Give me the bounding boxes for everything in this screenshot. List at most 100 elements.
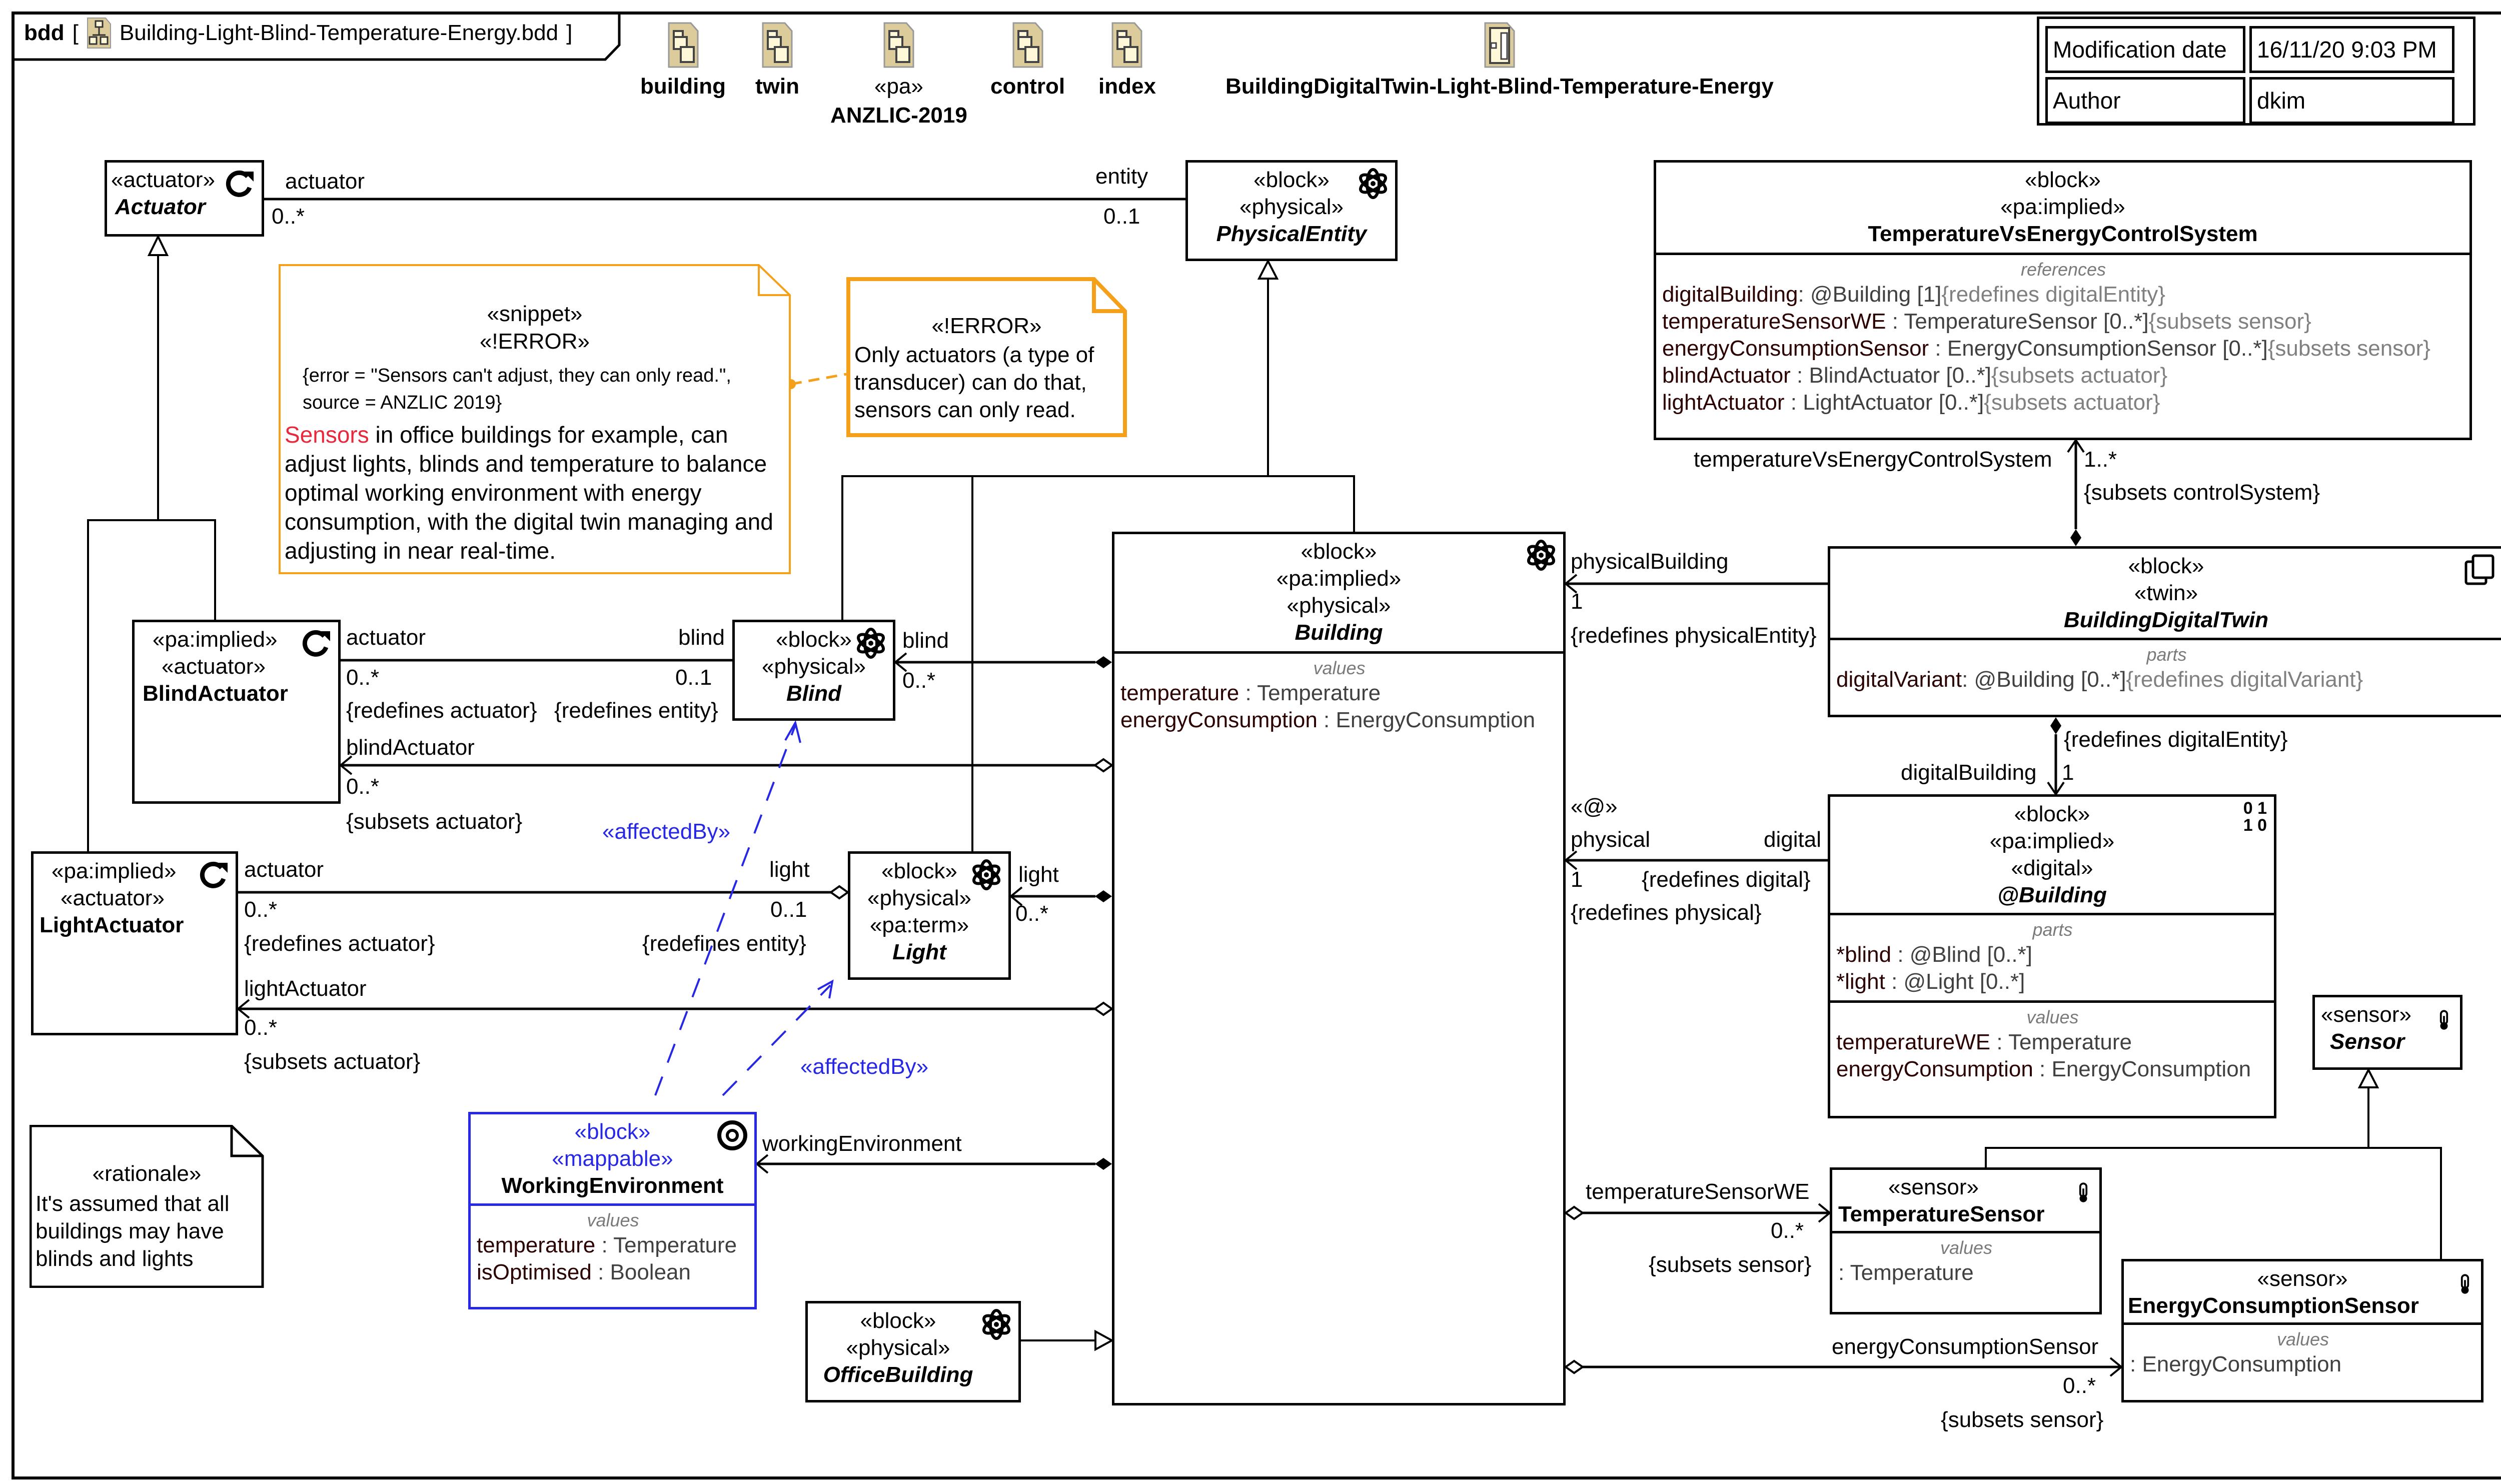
multiplicity-label: 0..* (346, 665, 380, 690)
role-label: workingEnvironment (762, 1131, 962, 1156)
block-office-building[interactable]: «block» «physical» OfficeBuilding (805, 1301, 1021, 1402)
multiplicity-label: 0..1 (1103, 204, 1140, 229)
atom-icon (982, 1309, 1010, 1340)
block-blind[interactable]: «block» «physical» Blind (732, 620, 895, 721)
block-name: Sensor (2330, 1029, 2405, 1054)
block-physical-entity[interactable]: «block» «physical» PhysicalEntity (1185, 160, 1398, 261)
edge-gen-actuators (87, 519, 216, 851)
block-stereotype: «sensor» (2321, 1002, 2412, 1027)
note-stereotype: «rationale» (92, 1161, 202, 1186)
multiplicity-label: 1 (2062, 760, 2074, 785)
package-bdt[interactable]: BuildingDigitalTwin-Light-Blind-Temperat… (1225, 22, 1774, 99)
value-property[interactable]: temperature : Temperature (477, 1233, 737, 1257)
modification-date-value: 16/11/20 9:03 PM (2249, 26, 2454, 73)
package-anzlic[interactable]: «pa» ANZLIC-2019 (830, 22, 967, 128)
block-energy-consumption-sensor[interactable]: «sensor» EnergyConsumptionSensor values … (2121, 1259, 2483, 1402)
block-stereotype: «block» (860, 1308, 936, 1333)
package-label: ANZLIC-2019 (830, 103, 967, 128)
constraint-label: {redefines actuator} (244, 931, 435, 956)
block-stereotype: «sensor» (2257, 1266, 2348, 1291)
block-light-actuator[interactable]: «pa:implied» «actuator» LightActuator (31, 851, 238, 1035)
reference-property[interactable]: lightActuator : LightActuator [0..*]{sub… (1662, 390, 2160, 415)
value-property[interactable]: : Temperature (1838, 1260, 1974, 1285)
package-building[interactable]: building (640, 22, 726, 99)
block-temperature-vs-energy-control-system[interactable]: «block» «pa:implied» TemperatureVsEnergy… (1654, 160, 2472, 440)
package-label: control (990, 74, 1065, 99)
note-error[interactable]: «!ERROR» Only actuators (a type of trans… (846, 277, 1127, 437)
role-label: blind (902, 628, 949, 653)
link-stereotype: «@» (1571, 794, 1618, 819)
note-stereotype: «snippet» (487, 302, 583, 326)
block-working-environment[interactable]: «block» «mappable» WorkingEnvironment va… (468, 1112, 757, 1309)
role-label: actuator (244, 857, 324, 882)
role-label: entity (1095, 164, 1148, 189)
note-snippet-error[interactable]: «snippet» «!ERROR» {error = "Sensors can… (279, 264, 791, 574)
value-property[interactable]: energyConsumption : EnergyConsumption (1836, 1057, 2251, 1081)
value-property[interactable]: isOptimised : Boolean (477, 1260, 691, 1284)
block-stereotype: «block» (574, 1119, 651, 1144)
role-label: actuator (346, 625, 426, 650)
block-stereotype: «block» (2128, 554, 2204, 578)
block-building-digital-twin[interactable]: «block» «twin» BuildingDigitalTwin parts… (1828, 546, 2501, 717)
package-control[interactable]: control (990, 22, 1065, 99)
block-name: TemperatureSensor (1838, 1202, 2045, 1226)
value-property[interactable]: energyConsumption : EnergyConsumption (1120, 708, 1536, 732)
block-sensor[interactable]: «sensor» Sensor (2312, 995, 2462, 1070)
multiplicity-label: 0..* (1015, 901, 1049, 926)
reference-property[interactable]: blindActuator : BlindActuator [0..*]{sub… (1662, 363, 2168, 388)
values-compartment: values : EnergyConsumption (2124, 1322, 2481, 1383)
package-index[interactable]: index (1098, 22, 1156, 99)
block-building[interactable]: «block» «pa:implied» «physical» Building… (1112, 532, 1566, 1405)
block-stereotype: «actuator» (111, 168, 215, 192)
block-stereotype: «twin» (2134, 581, 2198, 605)
block-stereotype: «physical» (867, 886, 971, 910)
block-digital-building[interactable]: «block» «pa:implied» «digital» @Building… (1828, 794, 2276, 1118)
constraint-label: {redefines digital} (1642, 867, 1811, 892)
note-shape (30, 1125, 264, 1288)
block-name: Building (1295, 620, 1383, 645)
part-property[interactable]: *blind : @Blind [0..*] (1836, 942, 2032, 967)
block-name: Blind (786, 681, 841, 706)
package-diagram-icon (1012, 22, 1043, 68)
atom-icon (1527, 540, 1555, 571)
block-stereotype: «block» (2025, 168, 2101, 192)
values-compartment: values temperatureWE : Temperature energ… (1830, 1000, 2274, 1088)
role-label: energyConsumptionSensor (1832, 1334, 2099, 1359)
reference-property[interactable]: digitalBuilding: @Building [1]{redefines… (1662, 282, 2165, 307)
value-property[interactable]: : EnergyConsumption (2130, 1352, 2342, 1376)
bdd-diagram-icon (87, 18, 111, 49)
role-label: blind (678, 625, 725, 650)
block-stereotype: «pa:implied» (2000, 195, 2125, 219)
block-name: BlindActuator (143, 681, 288, 706)
block-name: Actuator (115, 195, 206, 219)
block-stereotype: «block» (881, 859, 957, 883)
package-label: index (1098, 74, 1156, 99)
block-temperature-sensor[interactable]: «sensor» TemperatureSensor values : Temp… (1830, 1167, 2102, 1314)
compartment-title: values (2026, 1007, 2079, 1027)
block-stereotype: «pa:implied» (1276, 566, 1402, 591)
reference-property[interactable]: temperatureSensorWE : TemperatureSensor … (1662, 309, 2311, 334)
block-stereotype: «pa:implied» (1989, 829, 2115, 853)
constraint-label: {redefines digitalEntity} (2064, 727, 2288, 752)
block-blind-actuator[interactable]: «pa:implied» «actuator» BlindActuator (132, 620, 341, 804)
block-name: TemperatureVsEnergyControlSystem (1868, 222, 2258, 246)
role-label: physicalBuilding (1571, 549, 1729, 574)
reference-property[interactable]: energyConsumptionSensor : EnergyConsumpt… (1662, 336, 2430, 361)
part-property[interactable]: digitalVariant: @Building [0..*]{redefin… (1836, 667, 2363, 692)
thermometer-icon (2460, 1274, 2469, 1294)
package-label: twin (755, 74, 799, 99)
value-property[interactable]: temperatureWE : Temperature (1836, 1030, 2132, 1054)
part-property[interactable]: *light : @Light [0..*] (1836, 969, 2025, 994)
value-property[interactable]: temperature : Temperature (1120, 681, 1381, 705)
parts-compartment: parts digitalVariant: @Building [0..*]{r… (1830, 638, 2501, 698)
block-actuator[interactable]: «actuator» Actuator (105, 160, 264, 237)
block-stereotype: «physical» (1239, 195, 1344, 219)
note-rationale[interactable]: «rationale» It's assumed that all buildi… (30, 1125, 264, 1288)
atom-icon (857, 628, 885, 659)
package-label: BuildingDigitalTwin-Light-Blind-Temperat… (1225, 74, 1774, 99)
package-twin[interactable]: twin (755, 22, 799, 99)
multiplicity-label: 0..* (244, 897, 278, 922)
constraint-label: {subsets controlSystem} (2084, 480, 2320, 505)
block-light[interactable]: «block» «physical» «pa:term» Light (848, 851, 1011, 980)
